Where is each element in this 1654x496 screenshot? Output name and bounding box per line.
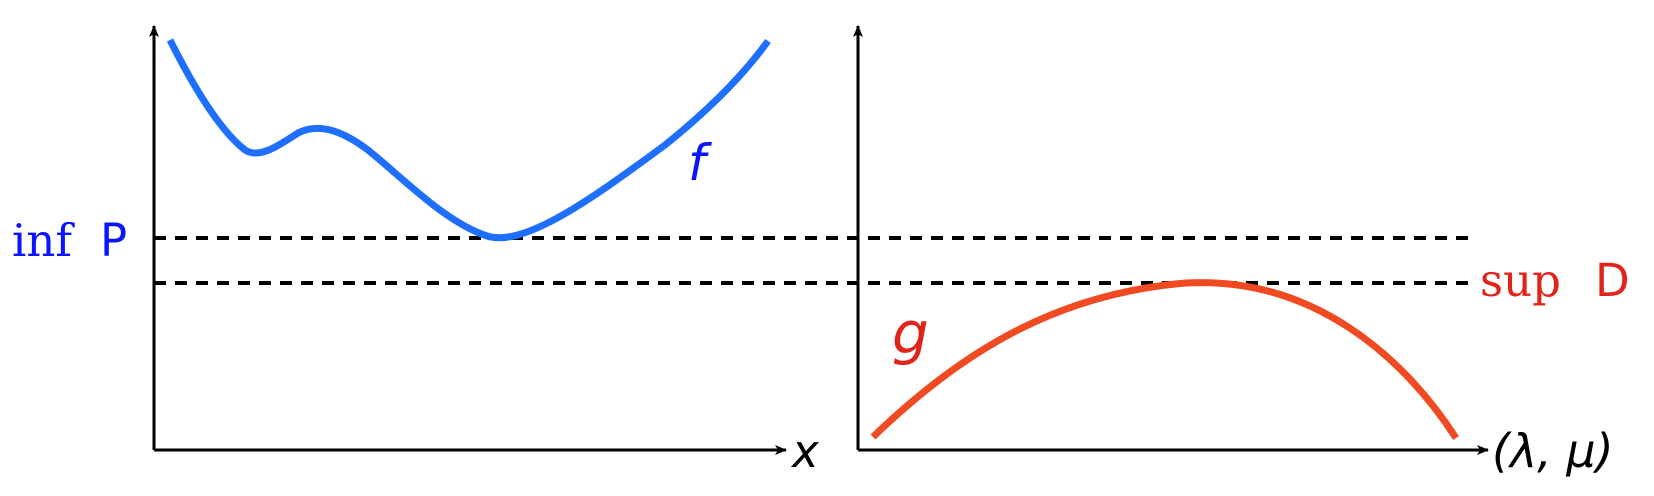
g-curve-label: g <box>892 299 929 367</box>
x-axis-label: x <box>790 425 819 478</box>
primal-curve-f <box>166 38 771 242</box>
inf-p-operator: inf <box>12 214 75 267</box>
lambda-mu-axis-label: (λ, μ) <box>1492 424 1614 478</box>
inf-p-symbol: P <box>100 214 127 267</box>
f-curve-label: f <box>688 134 712 192</box>
dual-curve-g <box>870 279 1459 440</box>
sup-d-symbol: D <box>1595 254 1630 307</box>
sup-d-operator: sup <box>1480 254 1561 307</box>
